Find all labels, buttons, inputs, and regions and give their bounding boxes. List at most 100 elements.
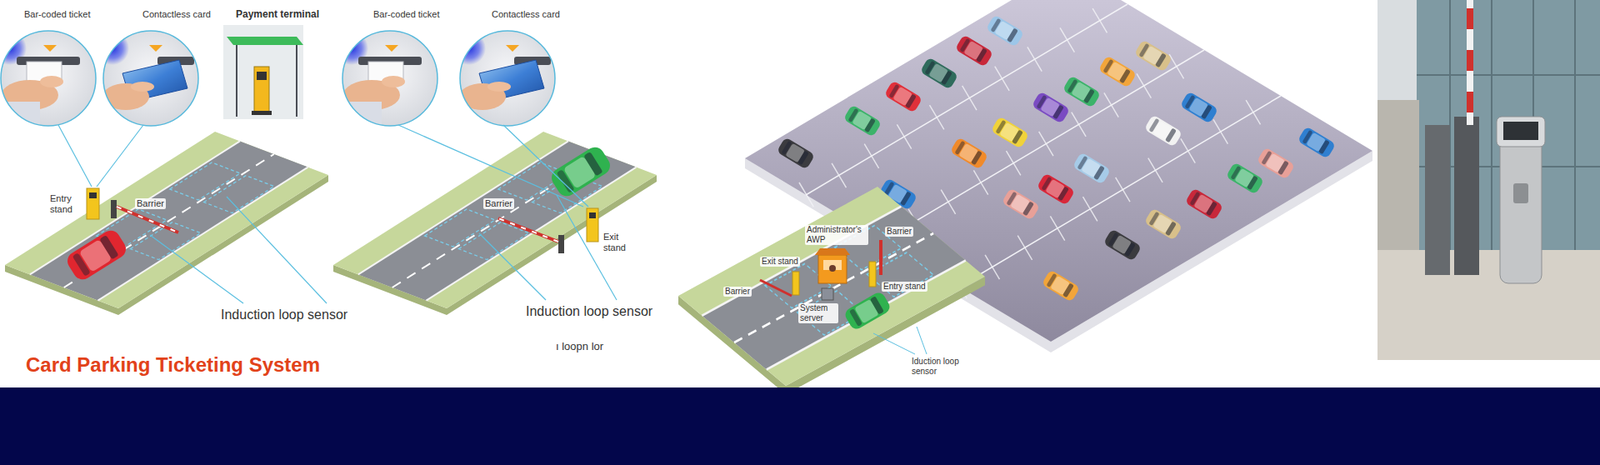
part-label: Administrator's AWP	[805, 225, 869, 245]
part-label: Contactless card	[142, 9, 211, 20]
payment-terminal	[223, 25, 304, 120]
parked-cars	[1180, 90, 1220, 124]
barrier-arm	[498, 218, 559, 242]
ticket-callout	[0, 30, 96, 127]
barrier-arm	[498, 218, 559, 242]
payment-terminal	[251, 110, 272, 115]
part-label: Exit stand	[601, 231, 634, 254]
parked-cars	[1185, 187, 1225, 220]
card-callout	[452, 30, 555, 126]
parked-cars	[1072, 151, 1112, 185]
barrier-photo	[1466, 8, 1474, 30]
system-server	[821, 288, 834, 300]
payment-terminal	[235, 45, 238, 117]
payment-terminal	[295, 45, 298, 117]
barrier-photo	[1503, 121, 1539, 140]
barrier-photo	[1416, 74, 1600, 76]
parked-cars	[1041, 269, 1081, 302]
exit-panel	[333, 30, 657, 315]
parked-cars	[1103, 228, 1143, 261]
stand-display	[89, 192, 97, 199]
car	[843, 290, 893, 331]
footer-band	[0, 387, 1600, 465]
part-label: Iduction loop sensor	[910, 356, 974, 377]
parked-cars	[920, 56, 960, 90]
parking-lines	[882, 50, 1205, 241]
part-label: Bar-coded ticket	[373, 9, 440, 20]
payment-terminal	[254, 66, 270, 113]
parked-cars	[1134, 39, 1174, 72]
parked-cars	[1098, 55, 1138, 88]
parked-cars	[843, 104, 883, 137]
barrier-photo	[1574, 0, 1576, 250]
barrier-photo	[1377, 250, 1600, 360]
parked-cars	[985, 14, 1025, 47]
exit-stand	[586, 208, 599, 242]
parked-cars	[1001, 187, 1041, 220]
part-label: Barrier	[723, 286, 752, 297]
barrier-photo	[1513, 183, 1529, 204]
barrier-photo	[1377, 0, 1600, 360]
part-label: ı loopn lor	[555, 340, 604, 354]
parking-lines	[805, 4, 1128, 195]
barrier-photo	[1500, 137, 1542, 284]
admin-booth	[815, 248, 850, 255]
barrier-photo	[1466, 91, 1474, 113]
parked-cars	[990, 115, 1030, 149]
barrier-arm	[116, 206, 179, 233]
entry-panel	[0, 25, 329, 315]
parking-lines	[882, 50, 1205, 241]
parking-lines	[959, 95, 1281, 287]
part-label: Entry stand	[881, 281, 928, 292]
parked-cars	[1036, 172, 1076, 205]
parked-cars	[1062, 75, 1102, 108]
part-label: Contactless card	[491, 9, 560, 20]
part-label: System server	[798, 303, 839, 324]
leader-line	[150, 235, 244, 304]
payment-terminal	[226, 36, 304, 45]
entry-stand	[869, 261, 876, 287]
payment-terminal	[256, 71, 267, 80]
parked-cars	[1225, 161, 1265, 195]
leader-line	[873, 333, 915, 355]
part-label: Bar-coded ticket	[24, 9, 90, 20]
leader-line	[398, 125, 617, 300]
car	[548, 143, 614, 200]
leader-line	[58, 125, 327, 304]
parking-lines	[959, 95, 1281, 287]
admin-booth	[818, 255, 847, 284]
part-label: Barrier	[483, 198, 515, 210]
road-slab	[333, 131, 657, 315]
parked-cars	[1144, 207, 1184, 240]
part-label: Induction loop sensor	[525, 303, 653, 320]
leader-line	[479, 233, 546, 300]
admin-booth	[829, 265, 836, 272]
ticket-callout	[335, 30, 438, 127]
leader-line	[58, 125, 92, 187]
payment-terminal	[223, 25, 304, 120]
barrier-photo	[1496, 116, 1545, 147]
parked-cars	[950, 136, 990, 170]
part-label: Entry stand	[48, 193, 85, 215]
barrier-photo	[1454, 116, 1480, 275]
car	[64, 226, 130, 283]
exit-stand	[792, 271, 800, 295]
barrier-photo	[1466, 0, 1474, 125]
barrier-post	[110, 200, 117, 219]
part-label: Barrier	[135, 198, 166, 210]
stand-display	[589, 212, 596, 219]
card-callout	[95, 30, 199, 126]
parked-cars	[884, 80, 924, 113]
barrier-arm	[879, 240, 883, 275]
parked-cars	[955, 34, 995, 67]
parked-cars	[1144, 114, 1184, 147]
barrier-photo	[1425, 125, 1450, 275]
road-slab	[5, 131, 329, 315]
part-label: Barrier	[885, 226, 914, 237]
admin-booth	[815, 248, 850, 284]
barrier-photo	[1377, 0, 1600, 360]
leader-line	[398, 125, 584, 207]
barrier-arm	[760, 280, 792, 296]
